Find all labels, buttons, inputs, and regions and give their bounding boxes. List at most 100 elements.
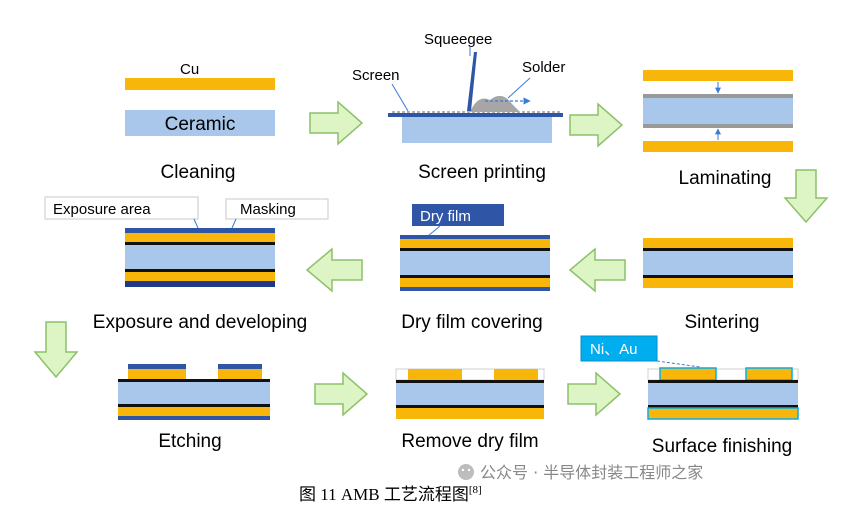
step-sintering: Sintering [643,238,793,333]
caption-text: 图 11 AMB 工艺流程图 [299,485,469,504]
watermark: 公众号 · 半导体封装工程师之家 [458,463,703,482]
flow-arrow-right-2 [569,102,624,148]
step-title-remove-dry-film: Remove dry film [401,431,538,452]
exposure-area-tag [44,196,199,220]
ceramic-core [118,382,270,404]
bottom-copper [396,408,544,419]
ni-au-label: Ni、Au [590,341,638,358]
bottom-bond-line [648,405,798,408]
top-copper [400,239,550,248]
top-bond-line [118,379,270,382]
flow-arrow-right-3 [314,371,369,417]
top-dry-film [400,235,550,239]
squeegee-blade [467,52,477,111]
exposed-film-top [125,228,275,233]
bottom-bond-line [125,269,275,272]
copper-pad-right [494,369,538,380]
step-title-screen-printing: Screen printing [418,162,546,183]
ceramic-core [643,94,793,128]
copper-pad-left [128,369,186,379]
screen-mesh [388,113,563,117]
ceramic-core [125,245,275,269]
step-etching: Etching [118,364,270,452]
top-bond-line [648,380,798,383]
step-title-surface-finishing: Surface finishing [652,436,792,457]
top-copper-foil [643,70,793,81]
ceramic-core [648,383,798,405]
step-exposure-developing: Exposure area Masking Exposure and devel… [44,196,329,333]
step-title-exposure-developing: Exposure and developing [93,312,307,333]
dry-film-tag [412,204,504,226]
caption-ref: [8] [469,484,482,496]
step-title-etching: Etching [158,431,221,452]
exposure-pointer [193,218,199,229]
solder-pointer [507,77,531,99]
bottom-copper-foil [643,141,793,152]
ni-au-pointer [656,360,701,368]
ceramic-substrate [125,110,275,136]
top-bond-line [396,380,544,383]
masking-pointer [231,218,237,229]
copper-pad-right [218,369,262,379]
bottom-copper [118,407,270,416]
top-bond-line [125,242,275,245]
flow-arrow-right-1 [309,100,364,146]
solder-label: Solder [522,59,565,76]
resist-left [128,364,186,369]
bottom-resist [118,416,270,420]
dry-film-label: Dry film [420,208,471,225]
figure-caption: 图 11 AMB 工艺流程图[8] [299,484,482,504]
screen-pointer [391,83,409,112]
flow-arrow-left-1 [568,247,626,293]
top-bond-line [400,248,550,251]
exposed-film-bottom [125,281,275,287]
exposure-area-label: Exposure area [53,201,151,218]
top-copper [125,233,275,242]
ceramic-label: Ceramic [165,114,236,135]
squeegee-label: Squeegee [424,31,492,48]
copper-pad-left [408,369,462,380]
copper-foil [125,78,275,90]
step-laminating: Laminating [643,70,793,189]
bottom-bond-line [396,405,544,408]
flow-arrow-down-2 [33,321,79,379]
plated-pad-right [745,367,793,381]
resist-right [218,364,262,369]
ceramic-core [643,251,793,275]
bottom-copper [643,278,793,288]
plated-bottom-copper [647,407,799,420]
step-remove-dry-film: Remove dry film [395,368,545,452]
watermark-text: 公众号 · 半导体封装工程师之家 [480,463,703,482]
step-screen-printing: Squeegee Screen Solder Screen printing [352,31,565,183]
ceramic-core [400,251,550,275]
wechat-icon [458,464,474,480]
masking-label: Masking [240,201,296,218]
top-solder-layer [643,94,793,98]
top-bond-line [643,248,793,251]
ni-au-tag [580,335,658,362]
bottom-bond-line [400,275,550,278]
step-title-dry-film-covering: Dry film covering [401,312,542,333]
bottom-bond-line [643,275,793,278]
bottom-copper [125,272,275,281]
bottom-dry-film [400,287,550,291]
masking-tag [225,198,329,220]
step-title-sintering: Sintering [685,312,760,333]
top-copper [643,238,793,248]
cu-label: Cu [180,61,199,78]
plated-pad-left [659,367,717,381]
bottom-solder-layer [643,124,793,128]
bottom-bond-line [118,404,270,407]
step-title-cleaning: Cleaning [161,162,236,183]
screen-label: Screen [352,67,400,84]
printed-ceramic [402,117,552,143]
ceramic-core [396,383,544,405]
flow-arrow-down-1 [783,169,829,224]
solder-paste [470,95,520,112]
bottom-copper [400,278,550,287]
flow-arrow-left-2 [305,247,363,293]
step-cleaning: Cu Ceramic Cleaning [125,61,275,183]
flow-arrow-right-4 [567,371,622,417]
dry-film-pointer [427,225,441,237]
